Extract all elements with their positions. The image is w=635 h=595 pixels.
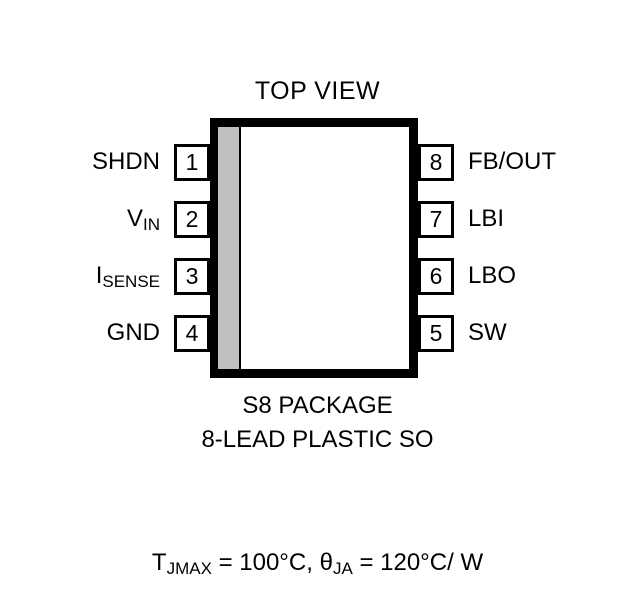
theta-ja-value: = 120°C/ W xyxy=(352,549,484,576)
pin-label-lbo-text: LBO xyxy=(468,261,517,289)
top-view-title: TOP VIEW xyxy=(254,77,381,105)
package-name-caption: S8 PACKAGE xyxy=(242,392,393,419)
pin-row-left-3: ISENSE 3 xyxy=(0,258,210,295)
pin-label-gnd: GND xyxy=(106,318,160,347)
pin-label-lbi: LBI xyxy=(468,204,505,233)
pin-label-isense-sub: SENSE xyxy=(102,271,160,291)
pin-row-right-8: 8 FB/OUT xyxy=(418,144,635,181)
pin-row-left-2: VIN 2 xyxy=(0,201,210,238)
pin-row-right-7: 7 LBI xyxy=(418,201,635,238)
tjmax-symbol: T xyxy=(151,549,167,576)
pin-number-6: 6 xyxy=(418,258,454,295)
pin-label-fb-out-text: FB/OUT xyxy=(468,147,556,175)
pin-label-isense: ISENSE xyxy=(95,261,160,291)
pin-label-gnd-text: GND xyxy=(106,318,160,346)
pin-label-lbi-text: LBI xyxy=(468,204,505,232)
pin-row-right-6: 6 LBO xyxy=(418,258,635,295)
tjmax-value: = 100°C, xyxy=(211,549,320,576)
thermal-specification: TJMAX = 100°C, θJA = 120°C/ W xyxy=(0,548,635,580)
pin-one-marker-stripe xyxy=(218,127,241,369)
pin-number-2: 2 xyxy=(174,201,210,238)
pin-row-right-5: 5 SW xyxy=(418,315,635,352)
pin-row-left-1: SHDN 1 xyxy=(0,144,210,181)
pin-number-7: 7 xyxy=(418,201,454,238)
pin-label-sw: SW xyxy=(468,318,507,347)
pin-number-1: 1 xyxy=(174,144,210,181)
package-body-outline xyxy=(210,118,418,378)
pin-label-vin: VIN xyxy=(126,204,160,234)
pin-number-8: 8 xyxy=(418,144,454,181)
pin-number-4: 4 xyxy=(174,315,210,352)
pin-label-shdn: SHDN xyxy=(91,147,160,176)
pin-label-vin-sub: IN xyxy=(143,214,160,234)
package-description-caption: 8-LEAD PLASTIC SO xyxy=(201,426,434,453)
pin-row-left-4: GND 4 xyxy=(0,315,210,352)
pin-label-sw-text: SW xyxy=(468,318,507,346)
pin-label-lbo: LBO xyxy=(468,261,517,290)
pin-label-shdn-text: SHDN xyxy=(91,147,160,175)
tjmax-subscript: JMAX xyxy=(166,559,212,578)
pin-number-5: 5 xyxy=(418,315,454,352)
pin-label-vin-text: V xyxy=(126,204,143,232)
pin-label-isense-text: I xyxy=(95,261,103,289)
theta-ja-subscript: JA xyxy=(332,559,353,578)
pin-label-fb-out: FB/OUT xyxy=(468,147,556,176)
theta-ja-symbol: θ xyxy=(319,549,333,576)
pin-number-3: 3 xyxy=(174,258,210,295)
